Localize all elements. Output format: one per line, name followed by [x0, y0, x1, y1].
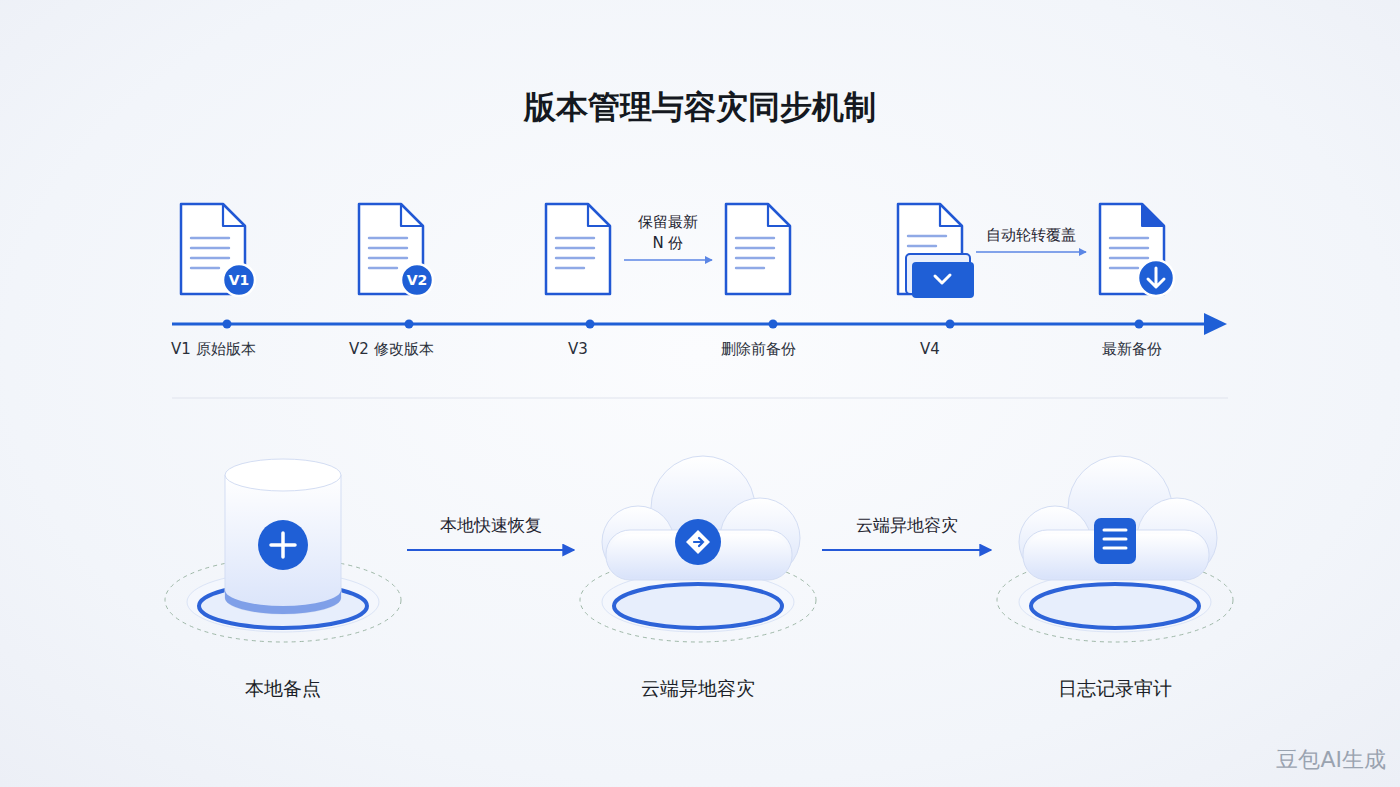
storage-node: 本地备点 [163, 450, 403, 706]
cloud-icon [995, 450, 1235, 650]
cloud-icon [578, 450, 818, 650]
file-icon [894, 202, 976, 302]
timeline-dots [223, 320, 1144, 329]
node-label: 日志记录审计 [995, 676, 1235, 702]
storage-node: 日志记录审计 [995, 450, 1235, 706]
edge-label: 云端异地容灾 [842, 514, 972, 538]
version-label: V1 原始版本 [171, 340, 255, 359]
version-file: V4 [888, 200, 972, 364]
file-icon [722, 202, 804, 302]
flow-arrow [407, 549, 574, 551]
version-file: V2 修改版本 V2 [349, 200, 433, 364]
divider [172, 397, 1228, 398]
file-icon [542, 202, 624, 302]
version-badge: V1 [224, 265, 254, 295]
database-icon [163, 450, 403, 650]
version-label: V3 [536, 340, 620, 358]
flow-arrow [822, 549, 991, 551]
version-file: 删除前备份 [716, 200, 800, 364]
version-label: 删除前备份 [716, 340, 800, 359]
file-icon [1096, 202, 1178, 302]
node-label: 云端异地容灾 [578, 676, 818, 702]
version-label: 最新备份 [1090, 340, 1174, 359]
version-label: V2 修改版本 [349, 340, 433, 359]
version-file: 最新备份 [1090, 200, 1174, 364]
flow-arrow [976, 251, 1086, 252]
version-badge: V2 [402, 265, 432, 295]
version-file: V1 原始版本 V1 [171, 200, 255, 364]
storage-node: 云端异地容灾 [578, 450, 818, 706]
version-file: V3 [536, 200, 620, 364]
flow-arrow [624, 259, 712, 260]
diagram-title: 版本管理与容灾同步机制 [0, 86, 1400, 130]
node-label: 本地备点 [163, 676, 403, 702]
watermark: 豆包AI生成 [1276, 745, 1386, 775]
edge-label: 保留最新 N 份 [635, 212, 701, 254]
timeline [172, 323, 1210, 326]
timeline-head [1204, 313, 1227, 335]
version-label: V4 [888, 340, 972, 358]
edge-label: 自动轮转覆盖 [981, 225, 1081, 246]
edge-label: 本地快速恢复 [426, 514, 556, 538]
